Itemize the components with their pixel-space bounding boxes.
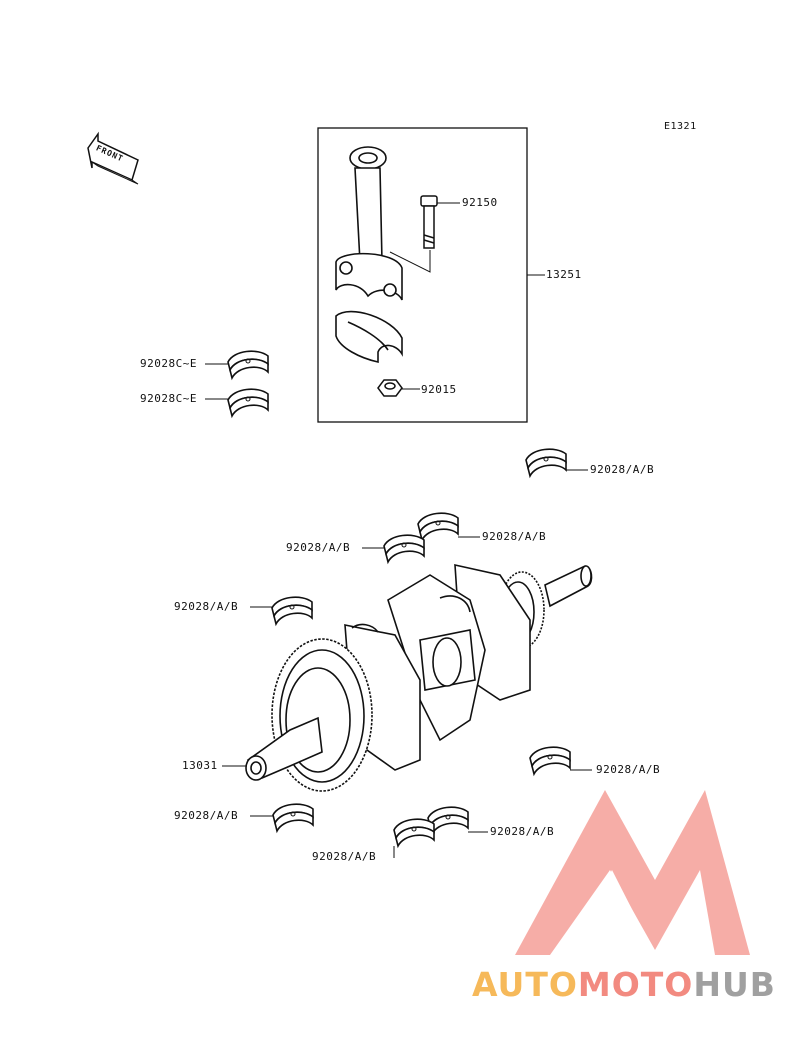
callout-main-bearing-bottom-right: 92028/A/B xyxy=(490,825,555,838)
callout-main-bearing-left: 92028/A/B xyxy=(174,600,239,613)
bearing-shell-lower-left xyxy=(272,803,314,832)
watermark-auto: AUTO xyxy=(472,965,578,1004)
nut-92015 xyxy=(377,379,403,397)
bearing-shell-mid-left xyxy=(383,534,425,563)
callout-main-bearing-bottom-mid: 92028/A/B xyxy=(312,850,377,863)
bearing-shell-mid-right xyxy=(417,512,459,541)
watermark-moto: MOTO xyxy=(577,965,694,1004)
watermark-text: AUTOMOTOHUB xyxy=(472,965,776,1004)
bearing-shell-bottom-mid xyxy=(393,818,435,847)
callout-conrod-bearing-upper: 92028C~E xyxy=(140,357,197,370)
callout-main-bearing-lower-left: 92028/A/B xyxy=(174,809,239,822)
callout-main-bearing-right-top: 92028/A/B xyxy=(590,463,655,476)
connecting-rod xyxy=(335,146,403,363)
callout-crankshaft: 13031 xyxy=(182,759,218,772)
callout-main-bearing-lower-right: 92028/A/B xyxy=(596,763,661,776)
callout-main-bearing-mid-right: 92028/A/B xyxy=(482,530,547,543)
watermark-logo xyxy=(515,790,750,955)
bolt-path-line xyxy=(389,250,431,273)
bearing-shell-upper xyxy=(227,350,269,379)
front-arrow-icon xyxy=(87,131,139,185)
bearing-shell-lower-right xyxy=(529,746,571,775)
crankshaft xyxy=(245,563,593,792)
watermark-hub: HUB xyxy=(693,965,776,1004)
bearing-shell-left xyxy=(271,596,313,625)
diagram-ref: E1321 xyxy=(664,121,697,132)
callout-bolt: 92150 xyxy=(462,196,498,209)
bearing-shell-lower xyxy=(227,388,269,417)
callout-conrod-bearing-lower: 92028C~E xyxy=(140,392,197,405)
callout-main-bearing-mid-left: 92028/A/B xyxy=(286,541,351,554)
callout-conrod-assy: 13251 xyxy=(546,268,582,281)
callout-nut: 92015 xyxy=(421,383,457,396)
bolt-92150 xyxy=(420,195,438,249)
bearing-shell-right-top xyxy=(525,448,567,477)
